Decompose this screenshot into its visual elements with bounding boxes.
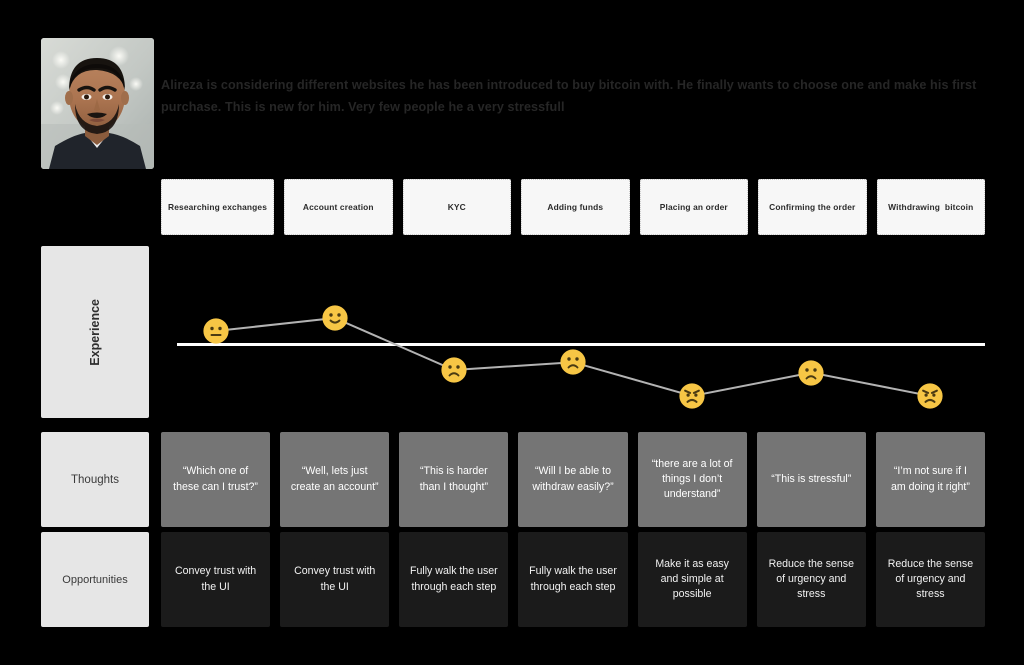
stage-card-4[interactable]: Adding funds bbox=[521, 179, 630, 235]
thought-card-3[interactable]: “This is harder than I thought” bbox=[399, 432, 509, 527]
thought-text: “This is stressful” bbox=[771, 472, 852, 485]
opportunity-card-7[interactable]: Reduce the sense of urgency and stress bbox=[875, 532, 985, 627]
persona-avatar-photo bbox=[41, 38, 154, 169]
row-label-text: Thoughts bbox=[71, 473, 119, 486]
row-label-experience: Experience bbox=[41, 246, 149, 418]
thoughts-row: “Which one of these can I trust?” “Well,… bbox=[161, 432, 985, 527]
opportunity-card-3[interactable]: Fully walk the user through each step bbox=[399, 532, 509, 627]
thought-text: “Well, lets just create an account” bbox=[290, 465, 379, 493]
thought-card-7[interactable]: “I’m not sure if I am doing it right” bbox=[875, 432, 985, 527]
thought-card-5[interactable]: “there are a lot of things I don’t under… bbox=[637, 432, 747, 527]
stage-label: KYC bbox=[447, 202, 466, 212]
opportunity-card-1[interactable]: Convey trust with the UI bbox=[161, 532, 271, 627]
thought-text: “I’m not sure if I am doing it right” bbox=[890, 465, 970, 493]
stage-label: Confirming the order bbox=[769, 202, 856, 212]
persona-description: Alireza is considering different website… bbox=[161, 78, 977, 115]
stage-label: Placing an order bbox=[659, 202, 728, 212]
opportunity-card-2[interactable]: Convey trust with the UI bbox=[280, 532, 390, 627]
row-label-text: Opportunities bbox=[62, 573, 128, 586]
stage-card-3[interactable]: KYC bbox=[402, 179, 512, 235]
thought-text: “This is harder than I thought” bbox=[419, 465, 489, 493]
stage-label: Account creation bbox=[302, 202, 374, 212]
mood-happy-icon bbox=[321, 305, 348, 332]
opportunity-card-6[interactable]: Reduce the sense of urgency and stress bbox=[756, 532, 866, 627]
thought-text: “Which one of these can I trust?” bbox=[173, 465, 258, 493]
row-label-text: Experience bbox=[88, 298, 102, 366]
stage-label: Withdrawing bitcoin bbox=[888, 202, 974, 212]
mood-sad-icon bbox=[798, 359, 825, 386]
thought-card-6[interactable]: “This is stressful” bbox=[756, 432, 866, 527]
mood-neutral-icon bbox=[202, 318, 229, 345]
opportunity-text: Convey trust with the UI bbox=[294, 565, 376, 593]
opportunity-text: Reduce the sense of urgency and stress bbox=[768, 557, 854, 601]
stage-card-7[interactable]: Withdrawing bitcoin bbox=[876, 179, 986, 235]
mood-angry-icon bbox=[679, 383, 706, 410]
stage-label: Researching exchanges bbox=[168, 202, 268, 212]
stage-card-6[interactable]: Confirming the order bbox=[758, 179, 867, 235]
mood-sad-icon bbox=[560, 349, 587, 376]
thought-card-4[interactable]: “Will I be able to withdraw easily?” bbox=[518, 432, 628, 527]
mood-sad-icon bbox=[440, 357, 467, 384]
experience-baseline bbox=[177, 343, 985, 346]
row-label-thoughts: Thoughts bbox=[41, 432, 149, 527]
opportunity-text: Make it as easy and simple at possible bbox=[655, 557, 729, 601]
mood-angry-icon bbox=[917, 383, 944, 410]
opportunity-text: Fully walk the user through each step bbox=[529, 565, 617, 593]
journey-stages-row: Researching exchanges Account creation K… bbox=[161, 179, 986, 235]
row-label-opportunities: Opportunities bbox=[41, 532, 149, 627]
avatar bbox=[41, 38, 154, 169]
opportunity-text: Reduce the sense of urgency and stress bbox=[887, 557, 974, 601]
opportunity-text: Convey trust with the UI bbox=[174, 565, 257, 593]
thought-card-2[interactable]: “Well, lets just create an account” bbox=[280, 432, 390, 527]
stage-card-1[interactable]: Researching exchanges bbox=[161, 179, 275, 235]
opportunity-card-4[interactable]: Fully walk the user through each step bbox=[518, 532, 628, 627]
thought-text: “there are a lot of things I don’t under… bbox=[651, 457, 733, 501]
stage-card-5[interactable]: Placing an order bbox=[639, 179, 749, 235]
stage-label: Adding funds bbox=[547, 202, 604, 212]
opportunity-text: Fully walk the user through each step bbox=[409, 565, 498, 593]
opportunity-card-5[interactable]: Make it as easy and simple at possible bbox=[637, 532, 747, 627]
thought-text: “Will I be able to withdraw easily?” bbox=[532, 465, 614, 493]
thought-card-1[interactable]: “Which one of these can I trust?” bbox=[161, 432, 271, 527]
stage-card-2[interactable]: Account creation bbox=[284, 179, 393, 235]
experience-line bbox=[215, 316, 931, 398]
experience-chart bbox=[161, 246, 985, 418]
opportunities-row: Convey trust with the UI Convey trust wi… bbox=[161, 532, 985, 627]
